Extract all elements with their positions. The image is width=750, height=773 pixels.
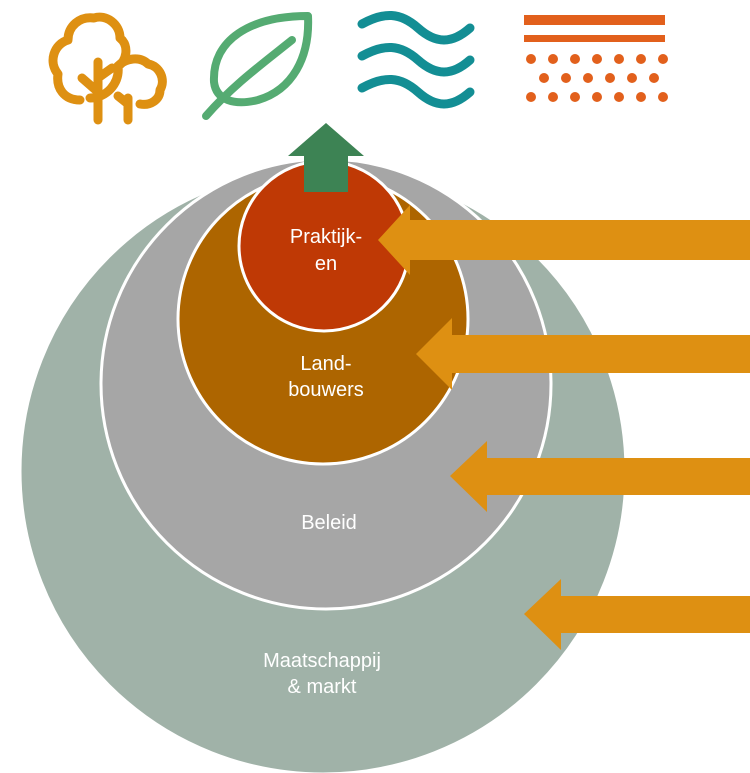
farmers-label-line2: bouwers [288,379,364,401]
practices-label-line1: Praktijk- [290,226,362,248]
farmers-label-line1: Land- [300,353,351,375]
leaf-icon [202,12,313,120]
output-arrow-up [288,123,364,192]
society-label-line1: Maatschappij [263,650,381,672]
policy-label: Beleid [301,512,357,534]
water-waves-icon [357,10,475,109]
trees-icon [48,12,167,125]
input-arrow-society [524,579,750,650]
society-label-line2: & markt [288,676,357,698]
input-arrow-policy [450,441,750,512]
soil-layers-icon [524,15,668,102]
input-arrow-farmers [416,318,750,390]
input-arrow-practices [378,205,750,275]
practices-label-line2: en [315,253,337,275]
